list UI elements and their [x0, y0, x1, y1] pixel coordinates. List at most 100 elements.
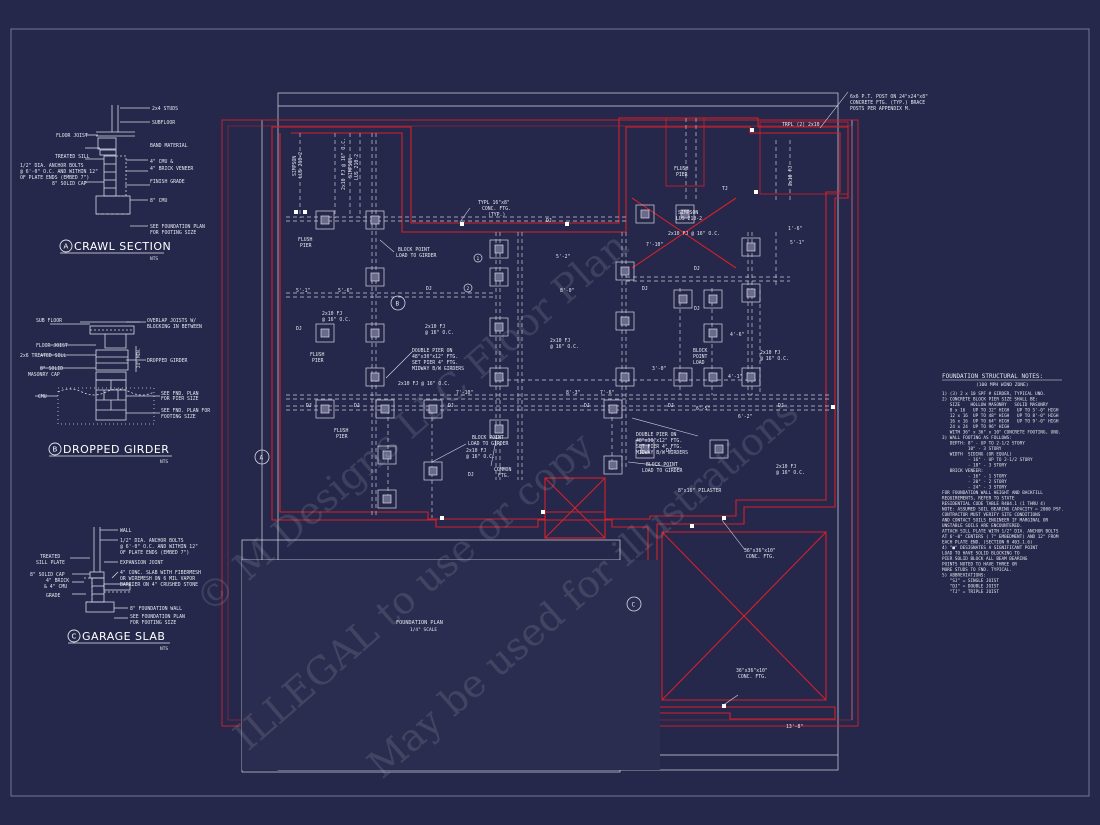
- crawl-label: SUBFLOOR: [152, 120, 175, 126]
- flush-pier-callout: PIER: [312, 358, 324, 364]
- dimension: 8'-3": [566, 390, 581, 396]
- pier: [489, 367, 509, 387]
- block-point-callout: LOAD TO GIRDER: [396, 253, 437, 259]
- grid-number: 1: [477, 256, 480, 262]
- joist-label: 2x10 FJ: [776, 464, 796, 470]
- simpson-callout: SIMPSON: [678, 210, 698, 216]
- foundation-plan: A B C 1 2 6x6 P.T. POST ON 24"x24"x8" CO…: [221, 91, 928, 773]
- trpl-note: (TYP.): [488, 212, 505, 218]
- double-pier-callout: DOUBLE PIER ON: [636, 432, 677, 438]
- pier: [675, 204, 695, 224]
- notes-line: - 20" - 2 STORY: [942, 479, 1007, 485]
- plan-section-letter-c: C: [632, 602, 636, 609]
- structural-notes: FOUNDATION STRUCTURAL NOTES: (100 MPH WI…: [942, 373, 1064, 595]
- flush-pier-callout: FLUSH: [298, 237, 313, 243]
- crawl-label: OF PLATE ENDS (EMBED 7"): [20, 175, 89, 181]
- garage-slab-drawing: [70, 527, 131, 619]
- notes-line: NOTE: ASSUMED SOIL BEARING CAPACITY = 20…: [942, 507, 1064, 513]
- plan-section-tag-c: [626, 596, 642, 612]
- notes-line: UNSTABLE SOILS ARE ENCOUNTERED.: [942, 523, 1022, 529]
- grid-number: 2: [467, 286, 470, 292]
- notes-line: 1) (3) 2 x 10 SPF # GIRDER, TYPICAL UNO.: [942, 391, 1045, 397]
- girder-label: MASONRY CAP: [28, 372, 60, 378]
- girder-label: 2x6 TREATED SILL: [20, 353, 66, 359]
- notes-line: CONTRACTOR MUST VERIFY SITE CONDITIONS: [942, 512, 1041, 518]
- girder-label: BLOCKING IN BETWEEN: [147, 324, 202, 330]
- notes-line: "DJ" = DOUBLE JOIST: [942, 584, 999, 590]
- tj-label: TJ: [722, 186, 728, 192]
- notes-line: 24 x 24 UP TO 96" HIGH: [942, 424, 1010, 430]
- common-ftg-callout: FTG.: [498, 473, 510, 479]
- pier: [615, 311, 635, 331]
- footing-callout: 36"x36"x10": [736, 668, 768, 674]
- joist-labels: 2x10 FJ @ 16" O.C. 2x10 FJ @ 16" O.C. 2x…: [322, 138, 805, 476]
- garage-label: 4" CONC. SLAB WITH FIBERMESH: [120, 570, 201, 576]
- garage-label: & 4" CMU: [44, 584, 67, 590]
- pier: [741, 367, 761, 387]
- garage-section-tag: [67, 629, 81, 643]
- double-pier-callout: SET PIER 4" FTG.: [636, 444, 682, 450]
- pier: [375, 399, 395, 419]
- joist-label: 2x10 FJ @ 16" O.C.: [341, 138, 347, 190]
- joist-label: @ 16" O.C.: [425, 330, 454, 336]
- notes-line: ATTACH SILL PLATE WITH 1/2" DIA. ANCHOR …: [942, 529, 1059, 535]
- notes-subtitle: (100 MPH WIND ZONE): [976, 382, 1029, 388]
- notes-line: - 24" - 3 STORY: [942, 485, 1007, 491]
- dropped-girder-detail: SUB FLOOR OVERLAP JOISTS W/ BLOCKING IN …: [20, 318, 210, 465]
- pier: [423, 461, 443, 481]
- sheet-border: [10, 28, 1090, 797]
- pier: [603, 399, 623, 419]
- dimension: 8'-0": [560, 288, 575, 294]
- crawl-section-tag: [59, 239, 73, 253]
- notes-line: WIDTH SIDING (OR EQUAL): [942, 452, 1012, 458]
- crawl-section-drawing: [85, 105, 150, 227]
- crawl-label: FINISH GRADE: [150, 179, 185, 185]
- girder-label: OVERLAP JOISTS W/: [147, 318, 196, 324]
- garage-label: @ 6'-0" O.C. AND WITHIN 12": [120, 544, 198, 550]
- block-point-callout: LOAD TO GIRDER: [642, 468, 683, 474]
- garage-section-scale: NTS: [160, 646, 168, 652]
- trpl-callout: TRPL (2) 2x10: [782, 122, 820, 128]
- plan-section-letter-a: A: [260, 455, 264, 462]
- pier: [365, 323, 385, 343]
- notes-line: "TJ" = TRIPLE JOIST: [942, 589, 999, 595]
- notes-line: MORE STUDS TO FND. TYPICAL.: [942, 567, 1012, 573]
- crawl-label: 8" CMU: [150, 198, 167, 204]
- plan-callouts: 6x6 P.T. POST ON 24"x24"x8" CONCRETE FTG…: [292, 94, 928, 680]
- pier: [673, 289, 693, 309]
- garage-slab-detail: WALL 1/2" DIA. ANCHOR BOLTS @ 6'-0" O.C.…: [30, 527, 201, 652]
- pier: [315, 323, 335, 343]
- plan-section-tag-a: [254, 449, 270, 465]
- block-point-load: LOAD: [693, 360, 705, 366]
- crawl-label: @ 6'-0" O.C. AND WITHIN 12": [20, 169, 98, 175]
- notes-line: 12 x 16 UP TO 48" HIGH UP TO 8'-0" HIGH: [942, 413, 1059, 419]
- pier: [315, 399, 335, 419]
- dimension: 6'-2": [738, 414, 753, 420]
- garage-label: 8" SOLID CAP: [30, 572, 65, 578]
- notes-line: - 16" - UP TO 2-1/2 STORY: [942, 457, 1033, 463]
- dimension: 7'-10": [456, 390, 473, 396]
- pilaster-callout: 8"x16" PILASTER: [678, 488, 721, 494]
- dj-label: DJ: [778, 403, 784, 409]
- pier: [635, 204, 655, 224]
- notes-line: AT 6'-0" CENTERS ( 7" EMBEDMENT) AND 12"…: [942, 534, 1059, 540]
- garage-label: SILL PLATE: [36, 560, 65, 566]
- joist-label: 2x10 FJ: [760, 350, 780, 356]
- notes-line: 5) ABBREVIATIONS:: [942, 573, 986, 579]
- girder-section-tag: [48, 442, 62, 456]
- pier: [489, 317, 509, 337]
- footing-callout: CONC. FTG.: [738, 674, 767, 680]
- notes-line: - 16" - 1 STORY: [942, 474, 1007, 480]
- pier: [615, 367, 635, 387]
- notes-line: PIER SOLID BLOCK ALL BEAM BEARING: [942, 556, 1028, 562]
- notes-line: "SJ" = SINGLE JOIST: [942, 578, 999, 584]
- point-load-markers: [294, 128, 835, 708]
- dj-label: DJ: [468, 472, 474, 478]
- girder-label: 24" MIN.: [136, 348, 141, 368]
- post-callout: POSTS PER APPENDIX M.: [850, 106, 911, 112]
- flush-pier-callout: FLUSH: [334, 428, 349, 434]
- joist-label: 2x10 FJ: [466, 448, 486, 454]
- crawl-section-scale: NTS: [150, 256, 158, 262]
- garage-label: OF PLATE ENDS (EMBED 7"): [120, 550, 189, 556]
- joist-label: @ 16" O.C.: [466, 454, 495, 460]
